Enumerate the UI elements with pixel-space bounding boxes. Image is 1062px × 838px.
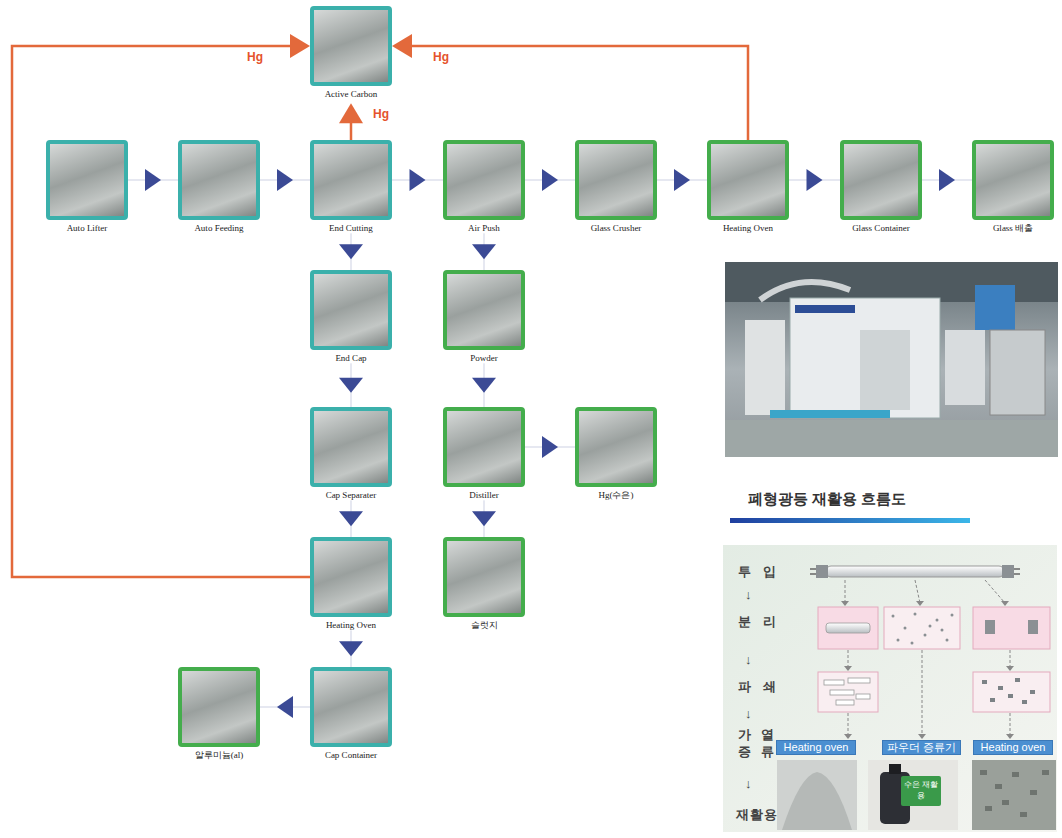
photo-frame xyxy=(443,407,525,487)
mercury-line xyxy=(339,103,363,140)
flow-arrow xyxy=(472,363,496,407)
edge-label: Hg xyxy=(372,108,390,121)
flow-arrow xyxy=(339,363,363,407)
step-caption: 슬럿지 xyxy=(443,620,525,630)
process-step: Cap Separater xyxy=(310,407,392,500)
process-step: Auto Lifter xyxy=(46,140,128,233)
flow-label: 재활용 xyxy=(736,806,778,824)
flow-arrow xyxy=(657,169,707,191)
photo-frame xyxy=(972,140,1054,220)
flow-label: 수은 재활용 xyxy=(903,779,939,801)
mercury-line xyxy=(392,34,748,140)
flow-arrow xyxy=(260,696,310,718)
photo-frame xyxy=(310,407,392,487)
photo-frame xyxy=(310,270,392,350)
band-text: 파우더 증류기 xyxy=(887,741,956,753)
inset-panel xyxy=(723,545,1057,832)
step-caption: Auto Feeding xyxy=(178,223,260,233)
photo-frame xyxy=(707,140,789,220)
process-step: Glass Container xyxy=(840,140,922,233)
photo-frame xyxy=(46,140,128,220)
photo-frame xyxy=(575,140,657,220)
photo-frame xyxy=(310,6,392,86)
process-step: Powder xyxy=(443,270,525,363)
step-caption: Heating Oven xyxy=(707,223,789,233)
step-caption: Air Push xyxy=(443,223,525,233)
flow-arrow xyxy=(472,233,496,270)
process-step: Glass Crusher xyxy=(575,140,657,233)
photo-frame xyxy=(310,537,392,617)
process-step: Distiller xyxy=(443,407,525,500)
flow-arrow xyxy=(339,233,363,270)
process-step: Hg(수은) xyxy=(575,407,657,500)
flow-arrow xyxy=(260,169,310,191)
step-caption: End Cap xyxy=(310,353,392,363)
process-step: 알루미늄(al) xyxy=(178,667,260,760)
step-caption: Auto Lifter xyxy=(46,223,128,233)
photo-frame xyxy=(178,667,260,747)
photo-frame xyxy=(575,407,657,487)
process-step: Heating Oven xyxy=(310,537,392,630)
process-step: Cap Container xyxy=(310,667,392,760)
photo-frame xyxy=(443,140,525,220)
flow-label: ↓ xyxy=(745,706,752,721)
edge-label: Hg xyxy=(246,51,264,64)
machine-photo xyxy=(725,262,1058,457)
process-step: Heating Oven xyxy=(707,140,789,233)
process-band: 파우더 증류기 xyxy=(882,740,961,755)
photo-frame xyxy=(443,537,525,617)
flow-arrow xyxy=(525,436,575,458)
process-step: End Cap xyxy=(310,270,392,363)
flow-arrow xyxy=(789,169,840,191)
flow-arrow xyxy=(392,169,443,191)
flow-label: 파 쇄 xyxy=(738,678,780,696)
step-caption: Hg(수은) xyxy=(575,490,657,500)
flow-label: 투 입 xyxy=(738,563,780,581)
step-caption: Glass Crusher xyxy=(575,223,657,233)
process-step: 슬럿지 xyxy=(443,537,525,630)
process-band: Heating oven xyxy=(776,740,856,755)
flow-label: ↓ xyxy=(745,652,752,667)
photo-frame xyxy=(310,140,392,220)
flow-arrow xyxy=(128,169,178,191)
flow-arrow xyxy=(339,500,363,537)
step-caption: End Cutting xyxy=(310,223,392,233)
process-step: End Cutting xyxy=(310,140,392,233)
step-caption: Powder xyxy=(443,353,525,363)
photo-frame xyxy=(178,140,260,220)
step-caption: 알루미늄(al) xyxy=(178,750,260,760)
process-step: Air Push xyxy=(443,140,525,233)
step-caption: Glass Container xyxy=(840,223,922,233)
process-step: Active Carbon xyxy=(310,6,392,99)
mercury-line xyxy=(12,34,310,577)
step-caption: Heating Oven xyxy=(310,620,392,630)
band-text: Heating oven xyxy=(981,741,1046,753)
step-caption: Cap Container xyxy=(310,750,392,760)
photo-frame xyxy=(443,270,525,350)
flow-arrow xyxy=(472,500,496,537)
title-bar xyxy=(730,518,970,523)
edge-label: Hg xyxy=(432,51,450,64)
flow-arrow xyxy=(339,630,363,667)
process-band: Heating oven xyxy=(973,740,1053,755)
photo-frame xyxy=(840,140,922,220)
band-text: Heating oven xyxy=(784,741,849,753)
inset-title: 폐형광등 재활용 흐름도 xyxy=(748,490,906,509)
flow-label: 분 리 xyxy=(738,613,780,631)
flow-label: 가 열 증 류 xyxy=(738,726,778,760)
flow-label: ↓ xyxy=(745,776,752,791)
flow-arrow xyxy=(922,169,972,191)
process-step: Auto Feeding xyxy=(178,140,260,233)
step-caption: Cap Separater xyxy=(310,490,392,500)
process-step: Glass 배출 xyxy=(972,140,1054,233)
step-caption: Distiller xyxy=(443,490,525,500)
flow-label: ↓ xyxy=(745,587,752,602)
photo-frame xyxy=(310,667,392,747)
flow-arrow xyxy=(525,169,575,191)
step-caption: Active Carbon xyxy=(310,89,392,99)
step-caption: Glass 배출 xyxy=(972,223,1054,233)
